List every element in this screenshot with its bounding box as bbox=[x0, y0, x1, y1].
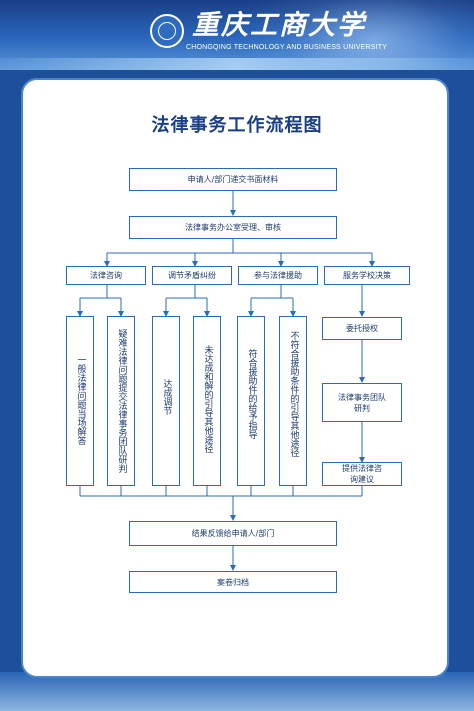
flow-step-review: 法律事务办公室受理、审核 bbox=[129, 216, 337, 239]
outcome-team-analysis: 疑难法律问题提交法律事务团队研判 bbox=[107, 316, 135, 486]
university-name-en: CHONGQING TECHNOLOGY AND BUSINESS UNIVER… bbox=[186, 44, 388, 51]
branch-legal-consultation: 法律咨询 bbox=[66, 266, 146, 285]
outcome-mediation-reached: 达成调节 bbox=[152, 316, 180, 486]
footer-band bbox=[0, 672, 474, 711]
branch-legal-aid: 参与法律援助 bbox=[238, 266, 318, 285]
flow-step-feedback: 结果反馈给申请人/部门 bbox=[129, 521, 337, 546]
header-stripe bbox=[0, 58, 474, 70]
outcome-aid-unqualified: 不符合援助条件的引导其他途径 bbox=[279, 316, 307, 486]
page-title: 法律事务工作流程图 bbox=[151, 115, 323, 136]
university-name: 重庆工商大学 bbox=[192, 10, 366, 41]
outcome-mediation-failed: 未达成和解的引导其他途径 bbox=[193, 316, 221, 486]
university-seal-icon bbox=[150, 14, 184, 48]
outcome-legal-advice: 提供法律咨询建议 bbox=[322, 462, 402, 486]
outcome-answer-on-spot: 一般法律问题当场解答 bbox=[66, 316, 94, 486]
flow-step-submit: 申请人/部门递交书面材料 bbox=[129, 168, 337, 191]
flow-step-archive: 案卷归档 bbox=[129, 571, 337, 593]
outcome-authorization: 委托授权 bbox=[322, 317, 402, 340]
branch-dispute-mediation: 调节矛盾纠纷 bbox=[152, 266, 232, 285]
branch-school-decision: 服务学校决策 bbox=[324, 266, 410, 285]
outcome-legal-team-analysis: 法律事务团队研判 bbox=[322, 383, 402, 422]
outcome-aid-qualified: 符合援助件的给予指导 bbox=[237, 316, 265, 486]
header-banner: 重庆工商大学 CHONGQING TECHNOLOGY AND BUSINESS… bbox=[0, 0, 474, 70]
